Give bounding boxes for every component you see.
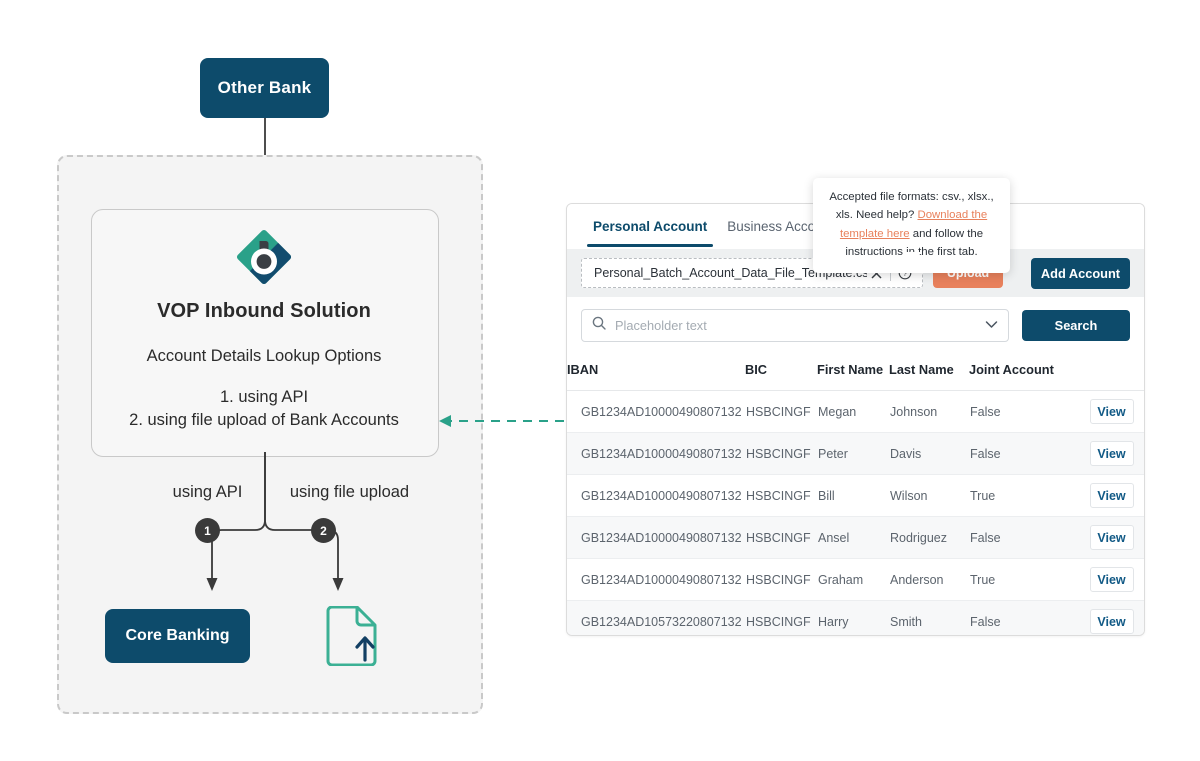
file-chooser[interactable]: Personal_Batch_Account_Data_File_Templat… xyxy=(581,258,923,288)
col-iban: IBAN xyxy=(567,356,745,391)
chevron-down-icon[interactable] xyxy=(985,316,998,334)
col-last-name: Last Name xyxy=(889,356,969,391)
cell-first-name: Megan xyxy=(817,390,889,433)
view-button[interactable]: View xyxy=(1089,399,1134,424)
add-account-button[interactable]: Add Account xyxy=(1031,257,1130,289)
view-button[interactable]: View xyxy=(1089,441,1134,466)
core-banking-node: Core Banking xyxy=(105,609,250,663)
tab-personal-account-label: Personal Account xyxy=(593,219,708,234)
cell-actions: View xyxy=(1079,558,1144,601)
col-actions xyxy=(1079,356,1144,391)
cell-iban: GB1234AD10000490807132 xyxy=(567,558,745,601)
tab-business-account[interactable]: Business Account xyxy=(717,204,844,249)
cell-last-name: Wilson xyxy=(889,474,969,517)
vop-option-1: 1. using API xyxy=(219,388,309,406)
view-button[interactable]: View xyxy=(1089,525,1134,550)
cell-last-name: Smith xyxy=(889,600,969,635)
tab-personal-account[interactable]: Personal Account xyxy=(583,204,717,249)
cell-actions: View xyxy=(1079,432,1144,475)
search-placeholder: Placeholder text xyxy=(615,317,707,333)
cell-actions: View xyxy=(1079,474,1144,517)
divider xyxy=(890,265,891,281)
upload-toolbar: Personal_Batch_Account_Data_File_Templat… xyxy=(567,249,1144,297)
cell-joint-account: True xyxy=(969,558,1079,601)
cell-last-name: Anderson xyxy=(889,558,969,601)
step-badge-2-label: 2 xyxy=(320,523,327,538)
other-bank-node: Other Bank xyxy=(200,58,329,118)
cell-joint-account: False xyxy=(969,600,1079,635)
cell-joint-account: True xyxy=(969,474,1079,517)
core-banking-label: Core Banking xyxy=(125,627,230,644)
cell-first-name: Peter xyxy=(817,432,889,475)
cell-joint-account: False xyxy=(969,516,1079,559)
table-head: IBAN BIC First Name Last Name Joint Acco… xyxy=(567,356,1144,391)
tooltip-arrow xyxy=(904,252,922,262)
cell-bic: HSBCINGF xyxy=(745,558,817,601)
download-template-link[interactable]: Download the template here xyxy=(839,209,988,240)
cell-bic: HSBCINGF xyxy=(745,432,817,475)
view-button[interactable]: View xyxy=(1089,609,1134,634)
cell-iban: GB1234AD10000490807132 xyxy=(567,516,745,559)
svg-text:?: ? xyxy=(903,269,907,278)
tooltip-text-part-1: Accepted file formats: csv., xlsx., xls.… xyxy=(829,191,994,222)
cell-first-name: Bill xyxy=(817,474,889,517)
cell-iban: GB1234AD10000490807132 xyxy=(567,432,745,475)
cell-joint-account: False xyxy=(969,390,1079,433)
selected-file-name: Personal_Batch_Account_Data_File_Templat… xyxy=(594,266,867,280)
search-toolbar: Placeholder text Search xyxy=(567,297,1144,353)
cell-first-name: Graham xyxy=(817,558,889,601)
step-badge-1: 1 xyxy=(195,518,220,543)
cell-bic: HSBCINGF xyxy=(745,390,817,433)
vop-title: VOP Inbound Solution xyxy=(157,300,371,322)
search-button[interactable]: Search xyxy=(1022,309,1130,341)
step-badge-2: 2 xyxy=(311,518,336,543)
table-header-row: IBAN BIC First Name Last Name Joint Acco… xyxy=(567,356,1144,391)
col-first-name: First Name xyxy=(817,356,889,391)
cell-actions: View xyxy=(1079,516,1144,559)
view-button[interactable]: View xyxy=(1089,567,1134,592)
cell-bic: HSBCINGF xyxy=(745,600,817,635)
dashed-link-panel-to-solution xyxy=(439,415,580,427)
cell-joint-account: False xyxy=(969,432,1079,475)
branch-label-file-upload: using file upload xyxy=(289,483,410,501)
cell-last-name: Rodriguez xyxy=(889,516,969,559)
cell-bic: HSBCINGF xyxy=(745,474,817,517)
cell-iban: GB1234AD10000490807132 xyxy=(567,390,745,433)
step-badge-1-label: 1 xyxy=(204,523,211,538)
vop-option-2: 2. using file upload of Bank Accounts xyxy=(129,411,399,429)
vop-subtitle: Account Details Lookup Options xyxy=(146,347,382,365)
cell-actions: View xyxy=(1079,390,1144,433)
tab-business-account-label: Business Account xyxy=(727,219,834,234)
accounts-panel: Personal Account Business Account Person… xyxy=(566,203,1145,636)
search-input[interactable]: Placeholder text xyxy=(581,308,1009,342)
file-upload-icon xyxy=(326,606,377,666)
search-icon xyxy=(592,316,606,335)
cell-first-name: Harry xyxy=(817,600,889,635)
view-button[interactable]: View xyxy=(1089,483,1134,508)
cell-bic: HSBCINGF xyxy=(745,516,817,559)
cell-last-name: Davis xyxy=(889,432,969,475)
col-bic: BIC xyxy=(745,356,817,391)
col-joint-account: Joint Account xyxy=(969,356,1079,391)
cell-iban: GB1234AD10573220807132 xyxy=(567,600,745,635)
cell-actions: View xyxy=(1079,600,1144,635)
branch-connectors xyxy=(206,452,344,591)
accounts-table: IBAN BIC First Name Last Name Joint Acco… xyxy=(567,356,1144,635)
branch-label-api: using API xyxy=(172,483,243,501)
bank-logo-icon xyxy=(236,229,292,285)
cell-iban: GB1234AD10000490807132 xyxy=(567,474,745,517)
other-bank-label: Other Bank xyxy=(217,78,312,97)
cell-first-name: Ansel xyxy=(817,516,889,559)
cell-last-name: Johnson xyxy=(889,390,969,433)
